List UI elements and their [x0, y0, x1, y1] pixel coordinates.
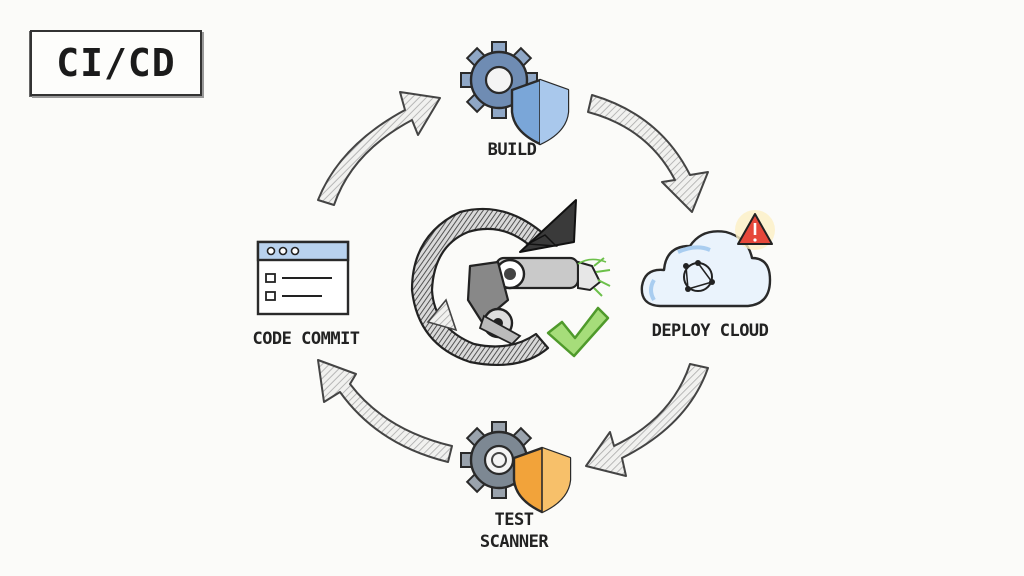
warning-triangle-icon	[735, 210, 775, 250]
stage-label-build: BUILD	[487, 140, 537, 160]
gear-shield-icon-build	[460, 41, 570, 146]
gear-shield-icon-test	[460, 421, 572, 514]
cloud-network-icon	[640, 230, 772, 308]
diagram-title: CI/CD	[56, 41, 176, 85]
refresh-arrow-icon	[410, 199, 577, 367]
title-box: CI/CD	[30, 30, 202, 96]
arrow-build-to-deploy	[587, 94, 709, 213]
stage-label-test-line1: TEST	[494, 510, 534, 530]
arrow-commit-to-build	[317, 91, 441, 206]
stage-label-deploy: DEPLOY CLOUD	[651, 321, 769, 341]
stage-label-commit: CODE COMMIT	[252, 329, 360, 349]
arrow-deploy-to-test	[585, 363, 709, 477]
stage-label-test-line2: SCANNER	[479, 532, 549, 552]
checkmark-icon	[546, 306, 610, 358]
stage-label-test: TEST SCANNER	[464, 509, 564, 553]
robotic-arm-icon	[466, 256, 611, 346]
arrow-test-to-commit	[317, 359, 453, 463]
browser-window-icon	[256, 240, 350, 316]
